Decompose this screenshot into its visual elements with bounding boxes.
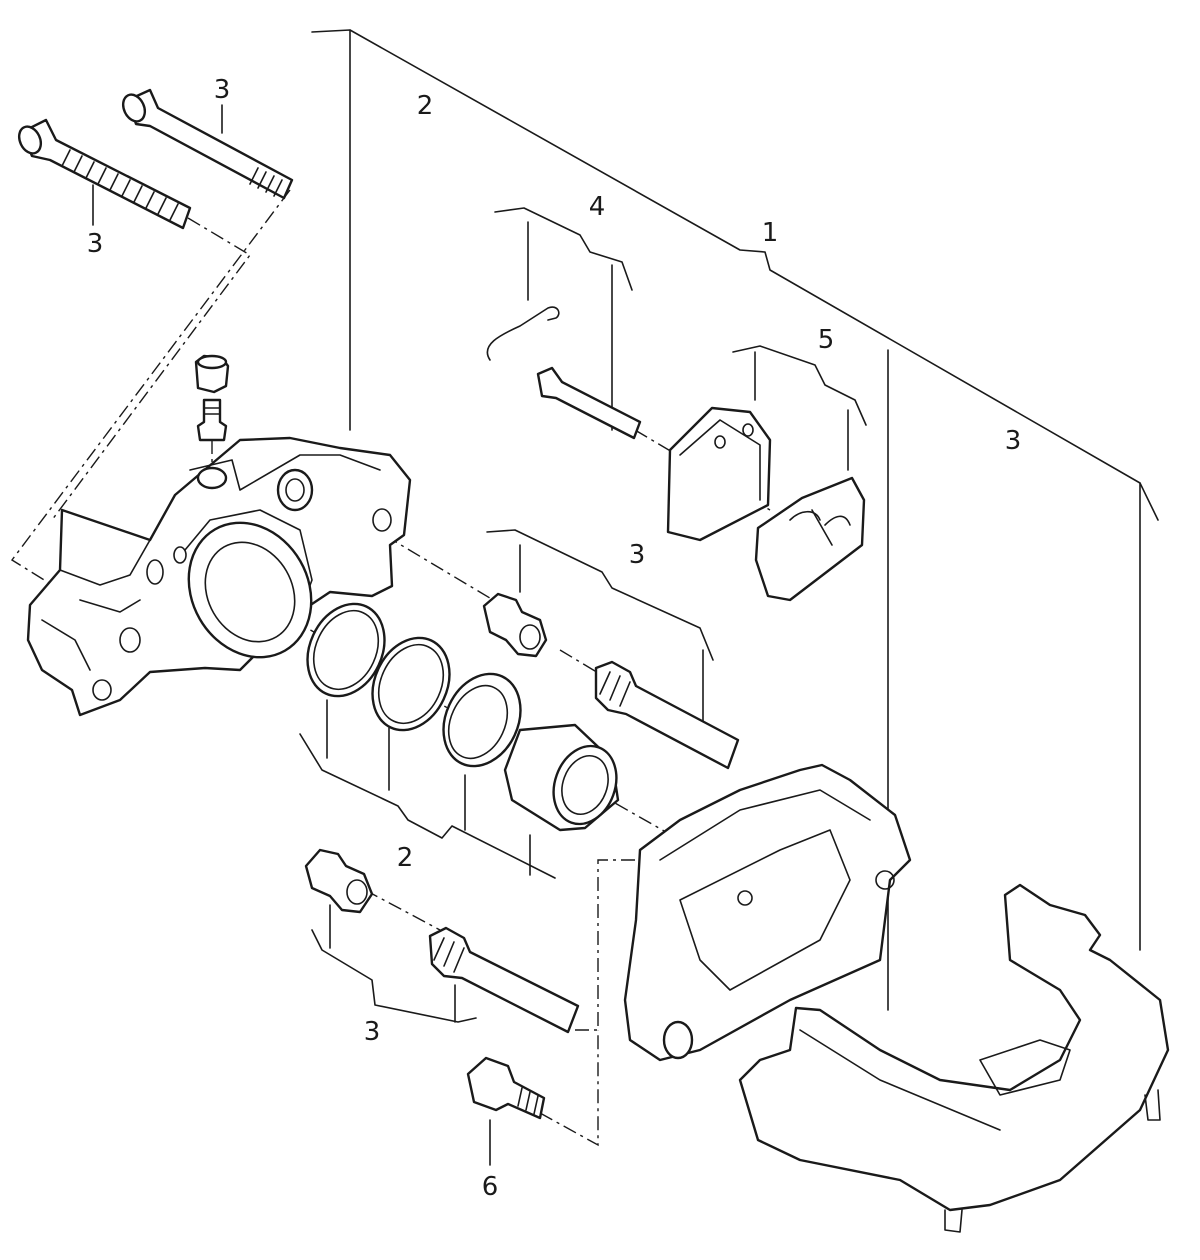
brake-piston bbox=[503, 723, 620, 832]
callout-4: 4 bbox=[589, 192, 606, 222]
piston-seal-ring bbox=[306, 602, 386, 698]
callout-3: 3 bbox=[1005, 426, 1022, 456]
pad-retaining-pin bbox=[536, 366, 642, 440]
bleeder-screw bbox=[196, 398, 228, 442]
dust-boot bbox=[442, 672, 522, 768]
bleeder-cap bbox=[194, 354, 230, 394]
dust-seal-ring bbox=[371, 636, 451, 732]
splash-shield bbox=[738, 883, 1170, 1233]
callout-6: 6 bbox=[482, 1172, 499, 1202]
callout-labels: 3 2 3 4 1 5 3 3 2 3 6 bbox=[87, 75, 1022, 1202]
callout-2: 2 bbox=[417, 91, 434, 121]
brake-pad-outer bbox=[666, 406, 772, 542]
callout-3: 3 bbox=[629, 540, 646, 570]
callout-3: 3 bbox=[364, 1017, 381, 1047]
callout-2: 2 bbox=[397, 843, 414, 873]
guide-pin-upper bbox=[594, 660, 740, 770]
callout-1: 1 bbox=[762, 218, 779, 248]
caliper-housing bbox=[26, 436, 412, 717]
guide-pin-lower bbox=[428, 926, 580, 1034]
guide-bolt-long-upper bbox=[121, 88, 294, 200]
caliper-carrier bbox=[623, 763, 912, 1062]
mounting-bolt bbox=[466, 1056, 546, 1120]
anti-rattle-spring bbox=[486, 306, 560, 361]
guide-bolt-long-lower bbox=[17, 118, 192, 230]
callout-3: 3 bbox=[87, 229, 104, 259]
callout-5: 5 bbox=[818, 325, 835, 355]
brake-pad-inner bbox=[754, 476, 866, 602]
bushing-upper bbox=[482, 592, 548, 658]
leader-lines bbox=[92, 29, 1159, 1166]
bushing-lower bbox=[304, 848, 374, 914]
callout-3: 3 bbox=[214, 75, 231, 105]
